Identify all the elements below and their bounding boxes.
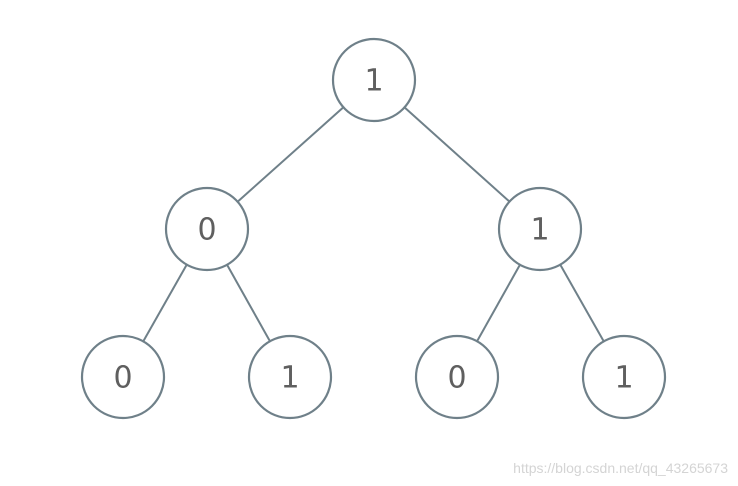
edge-root-r: [403, 106, 511, 203]
tree-nodes: 1 0 1 0 1 0 1: [80, 37, 667, 420]
tree-node-rr: 1: [581, 334, 667, 420]
node-circle: [414, 334, 500, 420]
node-value: 1: [530, 213, 549, 248]
node-value: 0: [447, 361, 466, 396]
node-value: 1: [614, 361, 633, 396]
node-circle: [164, 186, 250, 272]
edge-r-rl: [476, 264, 521, 342]
node-circle: [80, 334, 166, 420]
tree-node-root: 1: [331, 37, 417, 123]
node-value: 0: [113, 361, 132, 396]
edge-r-rr: [559, 264, 605, 342]
tree-node-l: 0: [164, 186, 250, 272]
tree-node-lr: 1: [247, 334, 333, 420]
node-value: 1: [280, 361, 299, 396]
node-circle: [497, 186, 583, 272]
tree-node-ll: 0: [80, 334, 166, 420]
edge-l-ll: [142, 264, 188, 342]
tree-node-r: 1: [497, 186, 583, 272]
tree-edges: [142, 106, 605, 342]
node-circle: [247, 334, 333, 420]
node-circle: [581, 334, 667, 420]
node-value: 1: [364, 64, 383, 99]
node-value: 0: [197, 213, 216, 248]
edge-l-lr: [226, 264, 271, 342]
edge-root-l: [236, 106, 345, 203]
node-circle: [331, 37, 417, 123]
tree-node-rl: 0: [414, 334, 500, 420]
watermark-url: https://blog.csdn.net/qq_43265673: [513, 460, 728, 476]
